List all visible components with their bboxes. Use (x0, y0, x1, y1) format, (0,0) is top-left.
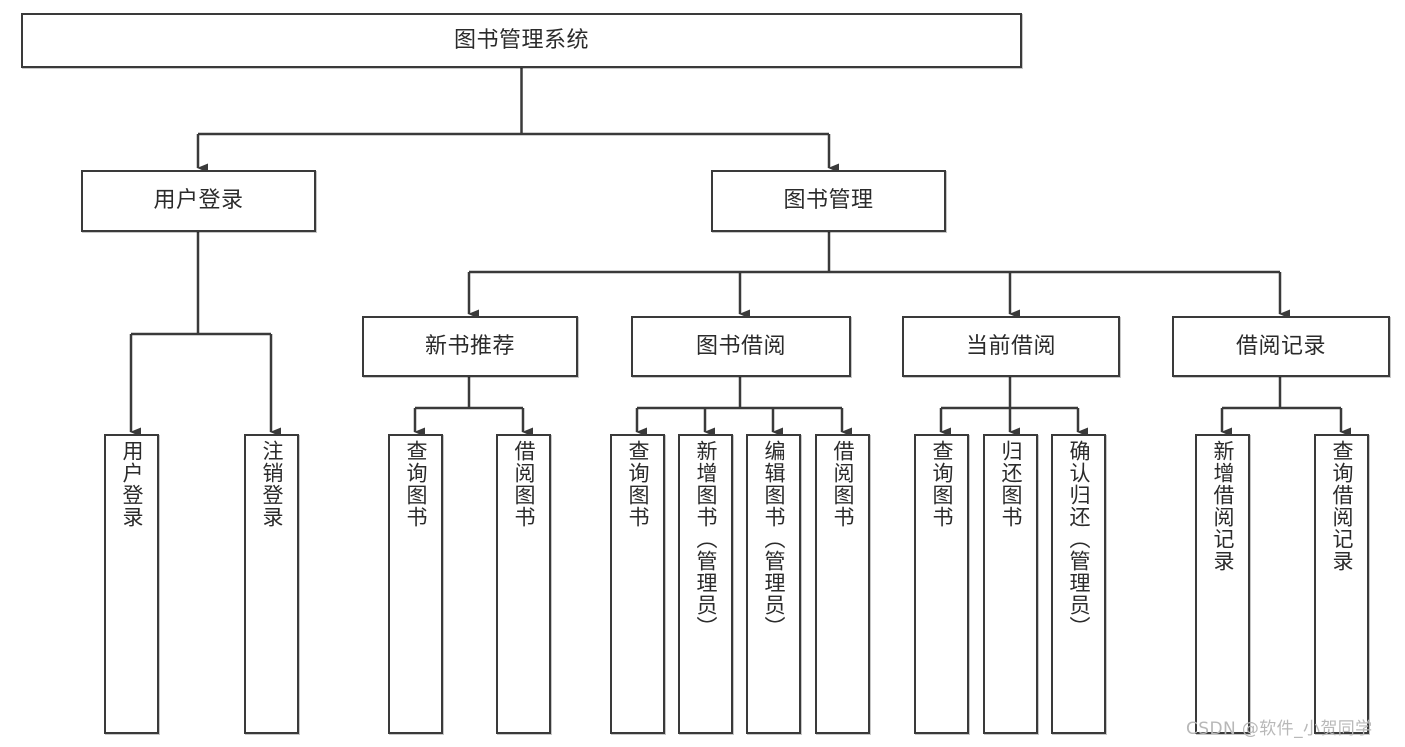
csdn-watermark: CSDN @软件_小贺同学 (1186, 719, 1373, 739)
leaf-borrow-book[interactable]: 借阅图书 (815, 434, 870, 734)
leaf-confirm-return-admin-label: 确认归还（管理员） (1066, 440, 1091, 638)
leaf-query-borrow-record[interactable]: 查询借阅记录 (1314, 434, 1369, 734)
leaf-query-book-recommend[interactable]: 查询图书 (388, 434, 443, 734)
leaf-logout[interactable]: 注销登录 (244, 434, 299, 734)
node-book-borrow[interactable]: 图书借阅 (631, 316, 851, 377)
leaf-borrow-book-recommend[interactable]: 借阅图书 (496, 434, 551, 734)
node-book-borrow-label: 图书借阅 (695, 333, 786, 359)
node-book-management[interactable]: 图书管理 (711, 170, 946, 232)
leaf-borrow-book-recommend-label: 借阅图书 (511, 440, 536, 528)
node-book-management-label: 图书管理 (783, 188, 874, 214)
leaf-query-book-borrow[interactable]: 查询图书 (610, 434, 665, 734)
leaf-edit-book-admin-label: 编辑图书（管理员） (761, 440, 786, 638)
leaf-add-book-admin-label: 新增图书（管理员） (693, 440, 718, 638)
node-new-book-recommend-label: 新书推荐 (424, 333, 515, 359)
node-root[interactable]: 图书管理系统 (21, 13, 1022, 68)
node-borrow-records[interactable]: 借阅记录 (1172, 316, 1390, 377)
leaf-confirm-return-admin[interactable]: 确认归还（管理员） (1051, 434, 1106, 734)
leaf-query-book-borrow-label: 查询图书 (625, 440, 650, 528)
leaf-edit-book-admin[interactable]: 编辑图书（管理员） (746, 434, 801, 734)
leaf-query-book-current[interactable]: 查询图书 (914, 434, 969, 734)
leaf-query-book-current-label: 查询图书 (929, 440, 954, 528)
leaf-query-book-recommend-label: 查询图书 (403, 440, 428, 528)
leaf-user-login-label: 用户登录 (119, 440, 144, 528)
node-user-login[interactable]: 用户登录 (81, 170, 316, 232)
node-root-label: 图书管理系统 (453, 27, 589, 53)
leaf-add-borrow-record[interactable]: 新增借阅记录 (1195, 434, 1250, 734)
node-user-login-label: 用户登录 (153, 188, 244, 214)
node-borrow-records-label: 借阅记录 (1235, 333, 1326, 359)
leaf-add-book-admin[interactable]: 新增图书（管理员） (678, 434, 733, 734)
node-current-borrow-label: 当前借阅 (965, 333, 1056, 359)
node-new-book-recommend[interactable]: 新书推荐 (362, 316, 578, 377)
leaf-logout-label: 注销登录 (259, 440, 284, 528)
node-current-borrow[interactable]: 当前借阅 (902, 316, 1120, 377)
leaf-add-borrow-record-label: 新增借阅记录 (1210, 440, 1235, 572)
leaf-return-book[interactable]: 归还图书 (983, 434, 1038, 734)
leaf-return-book-label: 归还图书 (998, 440, 1023, 528)
leaf-borrow-book-label: 借阅图书 (830, 440, 855, 528)
leaf-query-borrow-record-label: 查询借阅记录 (1329, 440, 1354, 572)
leaf-user-login[interactable]: 用户登录 (104, 434, 159, 734)
